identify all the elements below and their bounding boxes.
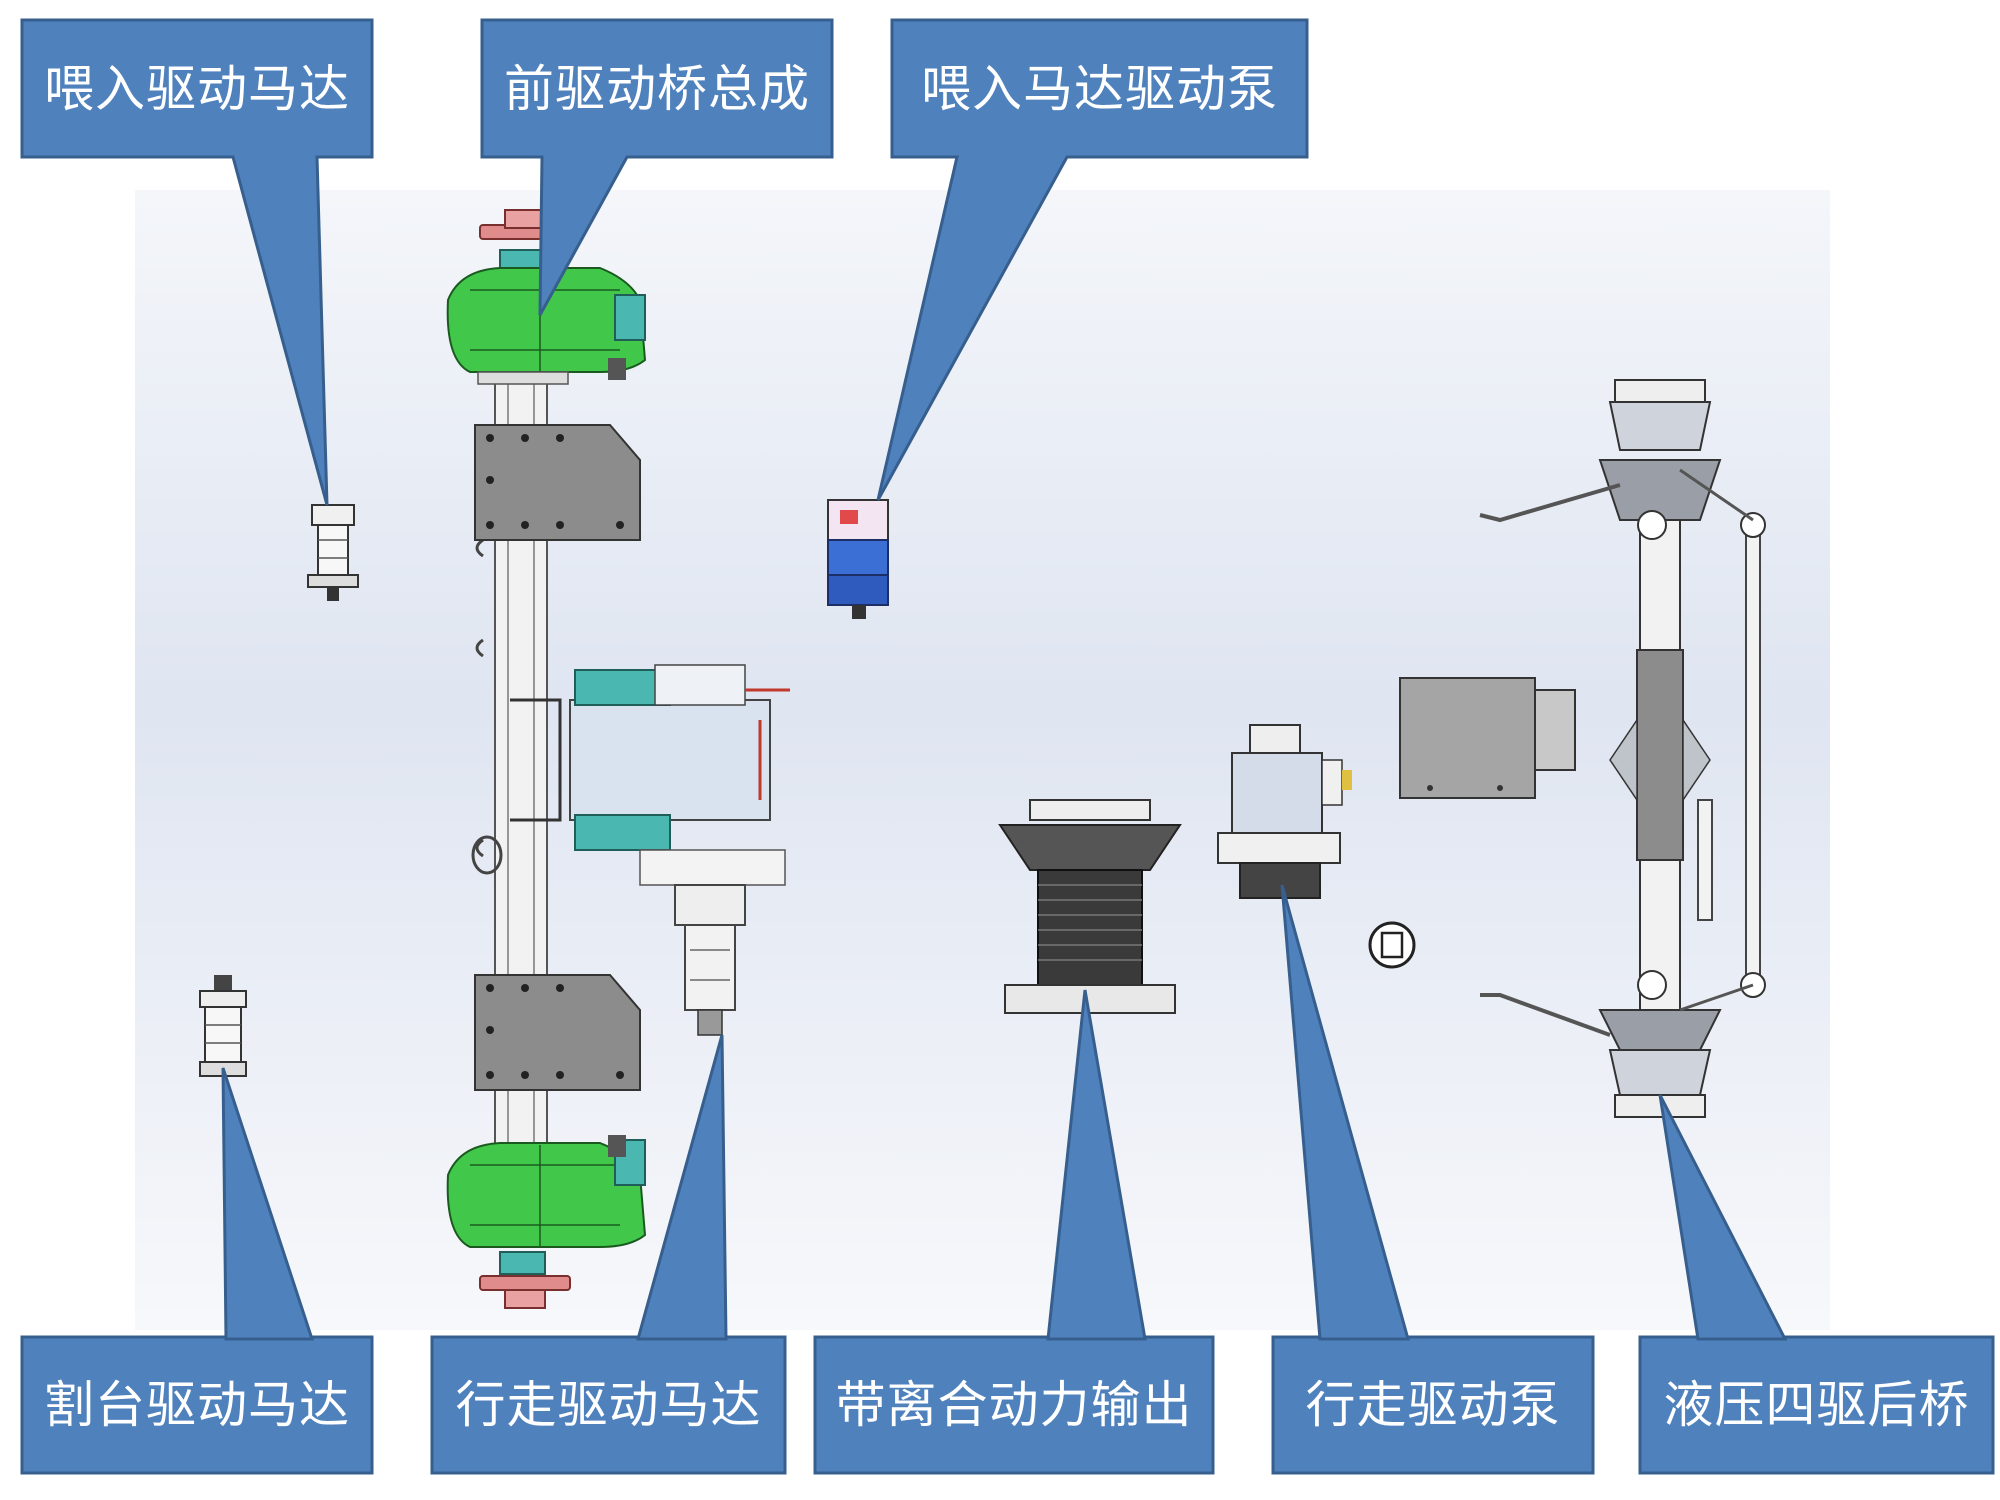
callout-header-drive-motor-pointer	[221, 1067, 315, 1341]
callout-feed-drive-motor	[20, 18, 374, 506]
callouts	[20, 18, 1995, 1475]
label-clutch-pto: 带离合动力输出	[835, 1376, 1193, 1434]
callout-front-drive-axle	[480, 18, 834, 316]
feed-motor-drive-pump	[827, 499, 889, 619]
label-feed-drive-motor: 喂入驱动马达	[44, 59, 350, 118]
hydraulic-4wd-rear-axle	[1479, 379, 1766, 1118]
label-feed-motor-drive-pump: 喂入马达驱动泵	[921, 59, 1278, 118]
front-drive-axle-assembly	[446, 209, 790, 1309]
label-rear-axle: 液压四驱后桥	[1663, 1376, 1970, 1434]
callout-travel-drive-pump-pointer	[1280, 884, 1410, 1341]
gray-housing-box	[1399, 677, 1576, 799]
label-travel-drive-motor: 行走驱动马达	[455, 1376, 762, 1434]
callout-travel-drive-motor-pointer	[636, 1034, 728, 1341]
feed-drive-motor	[307, 504, 359, 601]
travel-drive-pump	[1217, 724, 1352, 899]
label-header-drive-motor: 割台驱动马达	[44, 1376, 350, 1434]
label-front-drive-axle: 前驱动桥总成	[504, 59, 810, 118]
callout-rear-axle	[1638, 1335, 1995, 1475]
callout-feed-motor-drive-pump	[876, 18, 1309, 501]
callout-travel-drive-pump	[1271, 1335, 1595, 1475]
clutch-power-takeoff	[998, 799, 1182, 1014]
callout-rear-axle-pointer	[1658, 1094, 1788, 1341]
header-drive-motor	[199, 975, 247, 1077]
label-travel-drive-pump: 行走驱动泵	[1305, 1376, 1561, 1434]
callout-clutch-pto-pointer	[1046, 989, 1147, 1341]
round-sensor	[1368, 921, 1416, 969]
